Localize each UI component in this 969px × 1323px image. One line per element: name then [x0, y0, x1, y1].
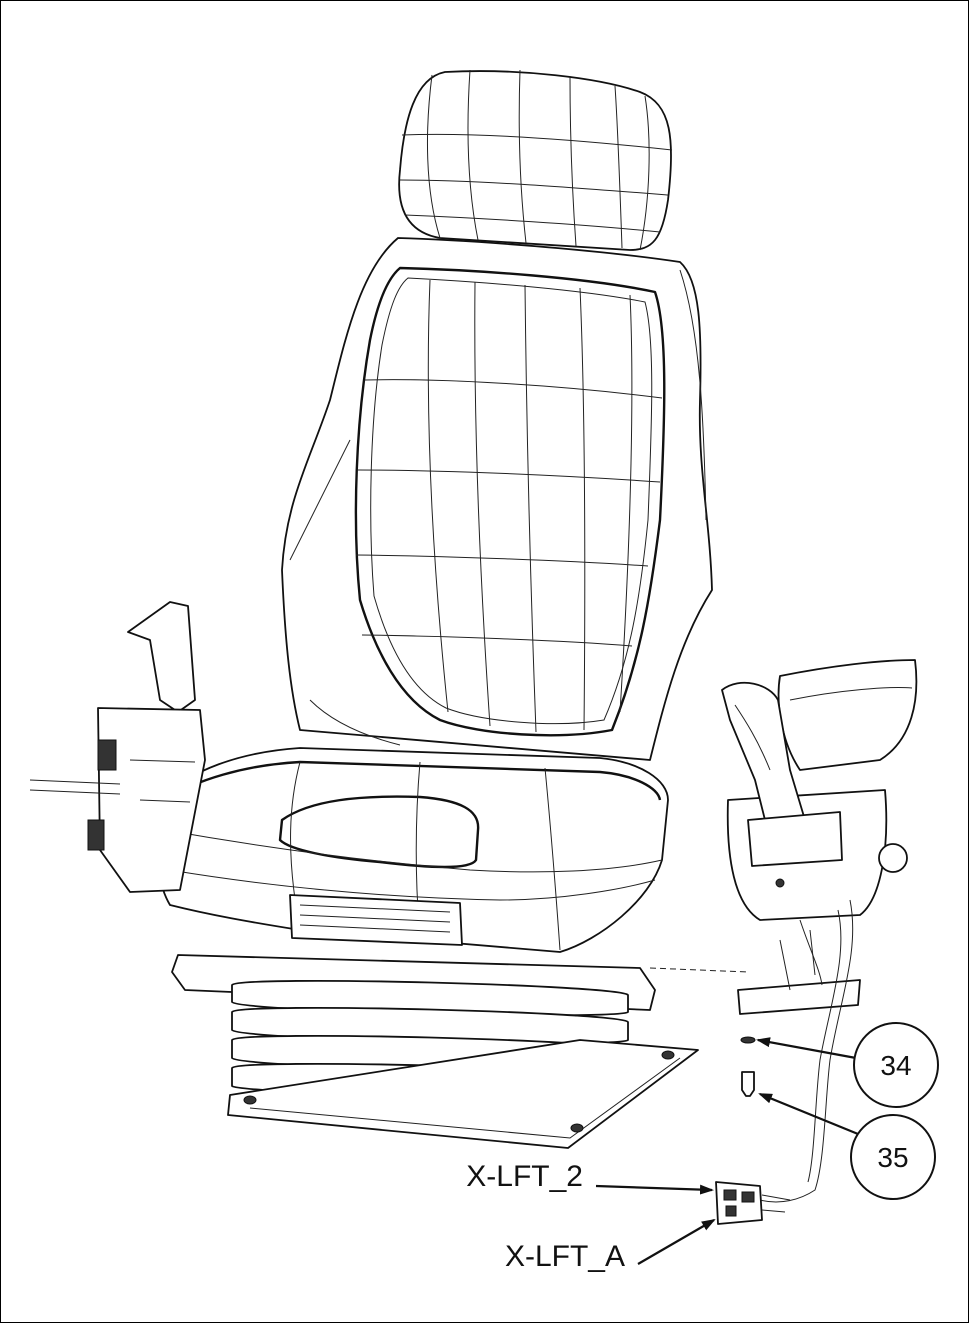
connector-plugs — [715, 1181, 791, 1225]
bolt-part — [741, 1071, 755, 1097]
callout-34: 34 — [853, 1022, 939, 1108]
seat-cushion — [154, 747, 669, 953]
connector-label-x-lft-2: X-LFT_2 — [466, 1160, 583, 1193]
leader-arrow-34 — [756, 1037, 857, 1060]
leader-arrow-35 — [758, 1092, 859, 1136]
callout-34-label: 34 — [880, 1050, 911, 1081]
left-armrest-bracket — [29, 601, 206, 893]
backrest — [281, 237, 713, 761]
seat-suspension — [171, 954, 699, 1149]
callout-35-label: 35 — [877, 1142, 908, 1173]
right-joystick-console — [649, 659, 918, 1203]
leader-arrow-x-lft-2 — [595, 1184, 714, 1195]
callout-35: 35 — [850, 1114, 936, 1200]
leader-arrow-x-lft-a — [637, 1218, 716, 1265]
connector-label-x-lft-a: X-LFT_A — [505, 1240, 625, 1273]
washer-part — [740, 1036, 756, 1044]
headrest — [398, 69, 673, 251]
